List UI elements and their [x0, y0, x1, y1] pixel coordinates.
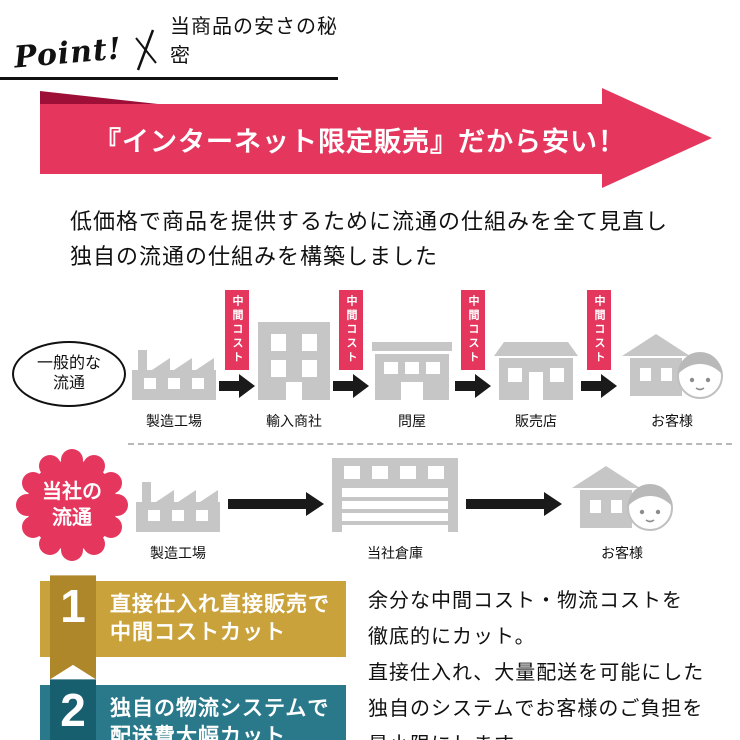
flow-step: 輸入商社	[258, 318, 330, 431]
store-icon	[494, 342, 578, 405]
banner-text: 『インターネット限定販売』だから安い！	[94, 126, 626, 157]
flow-step: 製造工場	[136, 476, 220, 563]
arrow-right-icon	[333, 373, 369, 399]
summary-line: 直接仕入れ、大量配送を可能にした	[368, 662, 705, 685]
step-label: 製造工場	[150, 545, 206, 562]
general-flow-label-line1: 一般的な	[36, 355, 101, 373]
our-flow-badge: 当社の 流通	[16, 449, 128, 562]
point-2-text: 独自の物流システムで 配送費大幅カット	[110, 695, 329, 740]
point-2-line1: 独自の物流システムで	[110, 697, 330, 721]
point-1-ribbon: 1 直接仕入れ直接販売で 中間コストカット	[40, 575, 346, 680]
warehouse-icon	[332, 458, 458, 537]
arrow-right-icon	[455, 373, 491, 399]
flow-connector	[466, 491, 562, 517]
flow-step: お客様	[620, 330, 724, 431]
point-2-ribbon: 2 独自の物流システムで 配送費大幅カット	[40, 679, 346, 740]
factory-icon	[136, 476, 220, 537]
point-logo: Point!	[12, 31, 124, 76]
our-flow-label-line1: 当社の	[42, 481, 102, 504]
burst-shape-icon	[16, 449, 128, 562]
flow-step: 製造工場	[132, 344, 216, 431]
step-label: 輸入商社	[266, 413, 322, 430]
middle-cost-badge: 中間コスト	[225, 290, 249, 371]
flow-connector: 中間コスト	[455, 290, 491, 399]
our-flow-section: 当社の 流通 製造工場	[12, 449, 740, 563]
flow-step: 当社倉庫	[332, 458, 458, 563]
customer-house-icon	[620, 330, 724, 405]
banner-body	[40, 104, 602, 174]
general-flow-label-line2: 流通	[52, 375, 85, 393]
general-flow-label: 一般的な 流通	[12, 341, 126, 408]
customer-house-icon	[570, 462, 674, 537]
arrow-right-icon	[228, 491, 324, 517]
point-ribbons: 1 直接仕入れ直接販売で 中間コストカット 2 独自の物流システムで 配送費大幅…	[40, 575, 346, 740]
step-label: お客様	[601, 545, 643, 562]
summary-line: 余分な中間コスト・物流コストを	[368, 590, 683, 613]
step-label: 問屋	[398, 413, 426, 430]
point-1-line2: 中間コストカット	[110, 621, 286, 645]
flow-connector	[228, 491, 324, 517]
flow-step: 販売店	[494, 342, 578, 431]
step-label: 販売店	[515, 413, 557, 430]
page-title: 当商品の安さの秘密	[170, 16, 338, 67]
point-2-number: 2	[50, 679, 96, 740]
arrow-right-icon	[466, 491, 562, 517]
flow-step: 問屋	[372, 342, 452, 431]
step-label: お客様	[651, 413, 693, 430]
middle-cost-badge: 中間コスト	[339, 290, 363, 371]
banner-arrow: 『インターネット限定販売』だから安い！	[40, 88, 712, 188]
summary-text: 余分な中間コスト・物流コストを 徹底的にカット。 直接仕入れ、大量配送を可能にし…	[368, 581, 704, 740]
bottom-section: 1 直接仕入れ直接販売で 中間コストカット 2 独自の物流システムで 配送費大幅…	[40, 575, 740, 740]
flow-connector: 中間コスト	[581, 290, 617, 399]
step-label: 製造工場	[146, 413, 202, 430]
summary-line: 徹底的にカット。	[368, 626, 536, 649]
intro-line-1: 低価格で商品を提供するために流通の仕組みを全て見直し	[70, 209, 669, 234]
general-flow-section: 一般的な 流通 製造工場 中間コスト	[12, 290, 740, 431]
banner-fold	[40, 91, 158, 104]
arrow-right-icon	[219, 373, 255, 399]
flow-step: お客様	[570, 462, 674, 563]
middle-cost-badge: 中間コスト	[461, 290, 485, 371]
step-label: 当社倉庫	[367, 545, 423, 562]
point-1-line1: 直接仕入れ直接販売で	[110, 593, 330, 617]
intro-line-2: 独自の流通の仕組みを構築しました	[70, 244, 439, 270]
slash-mark-icon	[134, 29, 158, 71]
summary-line: 最小限にします。	[368, 727, 704, 740]
point-1-text: 直接仕入れ直接販売で 中間コストカット	[110, 591, 330, 648]
middle-cost-badge: 中間コスト	[587, 290, 611, 371]
office-building-icon	[258, 318, 330, 405]
point-2-line2: 配送費大幅カット	[110, 725, 286, 740]
dashed-divider	[128, 443, 732, 446]
our-flow-label-line2: 流通	[52, 507, 92, 530]
wholesaler-building-icon	[372, 342, 452, 405]
intro-text: 低価格で商品を提供するために流通の仕組みを全て見直し 独自の流通の仕組みを構築し…	[70, 204, 740, 274]
flow-connector: 中間コスト	[333, 290, 369, 399]
flow-connector: 中間コスト	[219, 290, 255, 399]
header: Point! 当商品の安さの秘密	[0, 10, 338, 80]
arrow-right-icon	[581, 373, 617, 399]
point-1-number: 1	[50, 575, 96, 680]
factory-icon	[132, 344, 216, 405]
our-flow-badge-text: 当社の 流通	[16, 449, 128, 561]
summary-line: 独自のシステムでお客様のご負担を	[368, 698, 704, 721]
